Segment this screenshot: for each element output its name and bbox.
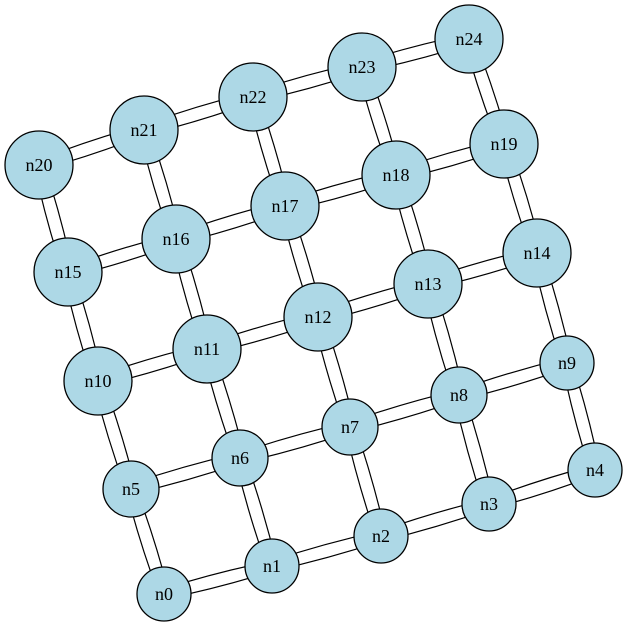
node-label: n11 bbox=[194, 339, 220, 359]
node-circle bbox=[353, 508, 409, 564]
node-circle bbox=[430, 366, 488, 424]
node-n16: n16 bbox=[141, 204, 211, 274]
node-label: n18 bbox=[383, 165, 410, 185]
node-n19: n19 bbox=[469, 109, 539, 179]
node-label: n6 bbox=[231, 448, 249, 468]
node-n20: n20 bbox=[4, 130, 74, 200]
node-circle bbox=[102, 460, 160, 518]
nodes-layer: n0 n1 n2 n3 n4 n5 n6 n7 n8 n9 n10 n11 n12 n13 n14 n15 n1… bbox=[4, 4, 623, 622]
node-circle bbox=[63, 346, 133, 416]
node-circle bbox=[244, 538, 300, 594]
node-n23: n23 bbox=[327, 32, 397, 102]
node-n22: n22 bbox=[218, 62, 288, 132]
node-circle bbox=[33, 237, 103, 307]
node-label: n16 bbox=[163, 229, 190, 249]
node-n5: n5 bbox=[102, 460, 160, 518]
node-label: n10 bbox=[85, 371, 112, 391]
node-circle bbox=[567, 442, 623, 498]
node-circle bbox=[361, 140, 431, 210]
node-label: n20 bbox=[26, 155, 53, 175]
node-circle bbox=[136, 566, 192, 622]
node-label: n23 bbox=[349, 57, 376, 77]
node-label: n3 bbox=[480, 494, 498, 514]
node-n4: n4 bbox=[567, 442, 623, 498]
node-circle bbox=[141, 204, 211, 274]
node-label: n17 bbox=[272, 196, 299, 216]
node-label: n2 bbox=[372, 526, 390, 546]
node-circle bbox=[4, 130, 74, 200]
node-label: n21 bbox=[131, 120, 158, 140]
node-label: n8 bbox=[450, 385, 468, 405]
node-label: n5 bbox=[122, 479, 140, 499]
node-label: n4 bbox=[586, 460, 604, 480]
node-label: n24 bbox=[456, 29, 483, 49]
node-label: n14 bbox=[524, 243, 551, 263]
node-circle bbox=[434, 4, 504, 74]
node-circle bbox=[393, 249, 463, 319]
node-n17: n17 bbox=[250, 171, 320, 241]
node-circle bbox=[502, 218, 572, 288]
node-label: n1 bbox=[263, 556, 281, 576]
node-circle bbox=[250, 171, 320, 241]
node-n8: n8 bbox=[430, 366, 488, 424]
node-n14: n14 bbox=[502, 218, 572, 288]
node-n12: n12 bbox=[283, 282, 353, 352]
node-n13: n13 bbox=[393, 249, 463, 319]
node-n10: n10 bbox=[63, 346, 133, 416]
node-circle bbox=[469, 109, 539, 179]
node-label: n9 bbox=[558, 353, 576, 373]
node-n6: n6 bbox=[211, 429, 269, 487]
node-n24: n24 bbox=[434, 4, 504, 74]
node-circle bbox=[321, 398, 379, 456]
node-label: n19 bbox=[491, 134, 518, 154]
node-circle bbox=[109, 95, 179, 165]
node-circle bbox=[283, 282, 353, 352]
node-circle bbox=[461, 476, 517, 532]
node-circle bbox=[211, 429, 269, 487]
node-label: n13 bbox=[415, 274, 442, 294]
node-n11: n11 bbox=[172, 314, 242, 384]
node-label: n15 bbox=[55, 262, 82, 282]
node-circle bbox=[218, 62, 288, 132]
node-label: n22 bbox=[240, 87, 267, 107]
node-n2: n2 bbox=[353, 508, 409, 564]
node-circle bbox=[327, 32, 397, 102]
node-n7: n7 bbox=[321, 398, 379, 456]
node-n9: n9 bbox=[539, 335, 595, 391]
node-label: n12 bbox=[305, 307, 332, 327]
node-n21: n21 bbox=[109, 95, 179, 165]
node-circle bbox=[539, 335, 595, 391]
node-n18: n18 bbox=[361, 140, 431, 210]
node-n15: n15 bbox=[33, 237, 103, 307]
node-label: n7 bbox=[341, 417, 359, 437]
node-circle bbox=[172, 314, 242, 384]
node-n3: n3 bbox=[461, 476, 517, 532]
node-n1: n1 bbox=[244, 538, 300, 594]
node-label: n0 bbox=[155, 584, 173, 604]
node-n0: n0 bbox=[136, 566, 192, 622]
